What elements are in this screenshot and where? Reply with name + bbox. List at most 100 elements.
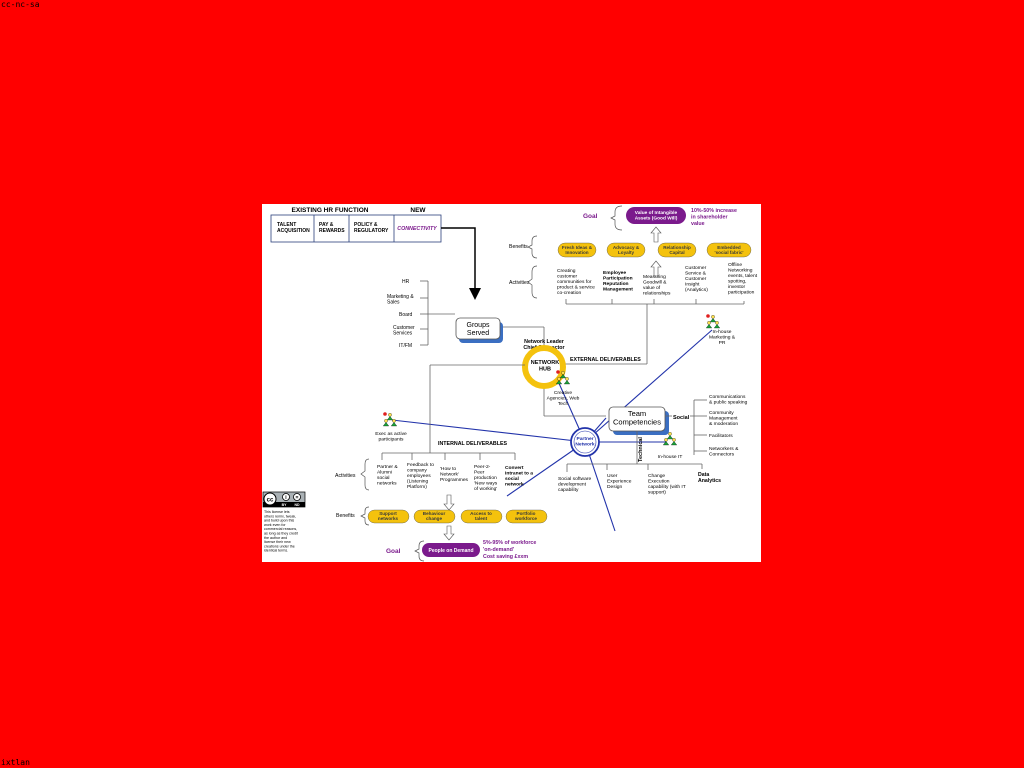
cell-pay-rewards: PAY &REWARDS xyxy=(319,222,345,234)
up-arrow-to-benefits xyxy=(650,260,662,277)
bottom-goal-note: 5%-95% of workforce'on-demand'Cost savin… xyxy=(483,540,536,560)
benefit-pill-advocacy xyxy=(606,242,646,258)
benefit-pill-fresh-ideas xyxy=(557,242,597,258)
down-arrow-to-goal xyxy=(443,525,455,541)
cc-logo-icon: cc xyxy=(267,498,274,504)
bottom-benefit-support xyxy=(367,509,410,524)
nd-icon: = xyxy=(296,495,299,501)
benefit-pill-relationship xyxy=(657,242,697,258)
watermark-top: cc-nc-sa xyxy=(1,0,40,9)
bottom-goal-label: Goal xyxy=(386,548,401,555)
watermark-bottom: ixtlan xyxy=(1,758,30,767)
groups-served-box xyxy=(455,317,501,340)
hr-table-frame xyxy=(270,214,442,243)
internal-deliverables: INTERNAL DELIVERABLES Activities Partner… xyxy=(335,364,533,492)
internal-deliverables-label: INTERNAL DELIVERABLES xyxy=(438,441,508,447)
by-icon: i xyxy=(285,495,287,501)
top-activities-connectors xyxy=(564,299,745,365)
new-header: NEW xyxy=(410,207,426,214)
svg-text:BY: BY xyxy=(282,503,288,507)
external-deliverables-label: EXTERNAL DELIVERABLES xyxy=(570,357,641,363)
bottom-benefit-behaviour xyxy=(413,509,456,524)
top-goal-pill xyxy=(626,207,686,224)
svg-text:Advocacy &Loyalty: Advocacy &Loyalty xyxy=(613,245,640,255)
group-hr: HR xyxy=(402,279,410,285)
node-inhouse-it: In-house IT xyxy=(658,454,683,460)
people-icon-exec xyxy=(383,412,397,426)
down-arrow-to-benefits xyxy=(443,494,455,511)
connectivity-arrow xyxy=(441,227,481,300)
top-benefits: Benefits Fresh Ideas &Innovation Advocac… xyxy=(509,235,752,259)
technical-label: Technical xyxy=(638,437,644,462)
svg-text:Embedded'social fabric': Embedded'social fabric' xyxy=(715,245,744,255)
svg-text:Fresh Ideas &Innovation: Fresh Ideas &Innovation xyxy=(562,245,593,255)
bottom-goal-pill xyxy=(422,543,480,557)
network-hub-group: Network LeaderChief Connector NETWORKHUB… xyxy=(522,339,641,417)
bottom-goal: Goal People on Demand 5%-95% of workforc… xyxy=(386,540,536,562)
up-arrow-to-goal xyxy=(650,226,662,243)
existing-hr-header: EXISTING HR FUNCTION xyxy=(292,207,369,214)
svg-text:People on Demand: People on Demand xyxy=(428,548,473,554)
cell-connectivity: CONNECTIVITY xyxy=(397,226,437,232)
social-label: Social xyxy=(673,415,690,421)
top-activities-label: Activities xyxy=(509,280,530,286)
internal-activities-label: Activities xyxy=(335,473,356,479)
top-benefits-label: Benefits xyxy=(509,244,528,250)
top-goal-label: Goal xyxy=(583,213,598,220)
bottom-benefit-talent xyxy=(460,509,503,524)
svg-text:ND: ND xyxy=(294,503,300,507)
social-communications: Communications& public speaking xyxy=(709,394,748,406)
group-it-fm: IT/FM xyxy=(399,343,412,349)
group-board: Board xyxy=(399,312,413,318)
social-facilitators: Facilitators xyxy=(709,433,733,439)
cell-policy-regulatory: POLICY &REGULATORY xyxy=(354,222,389,234)
benefit-pill-embedded xyxy=(706,242,752,258)
group-marketing-sales: Marketing &Sales xyxy=(387,294,414,306)
social-networkers: Networkers &Connectors xyxy=(709,446,739,458)
bottom-benefit-portfolio xyxy=(505,509,548,524)
people-icon-marketing xyxy=(706,314,720,328)
network-hub-ring xyxy=(522,345,566,389)
partner-network-node xyxy=(570,427,600,457)
bottom-benefits-label: Benefits xyxy=(336,513,355,519)
